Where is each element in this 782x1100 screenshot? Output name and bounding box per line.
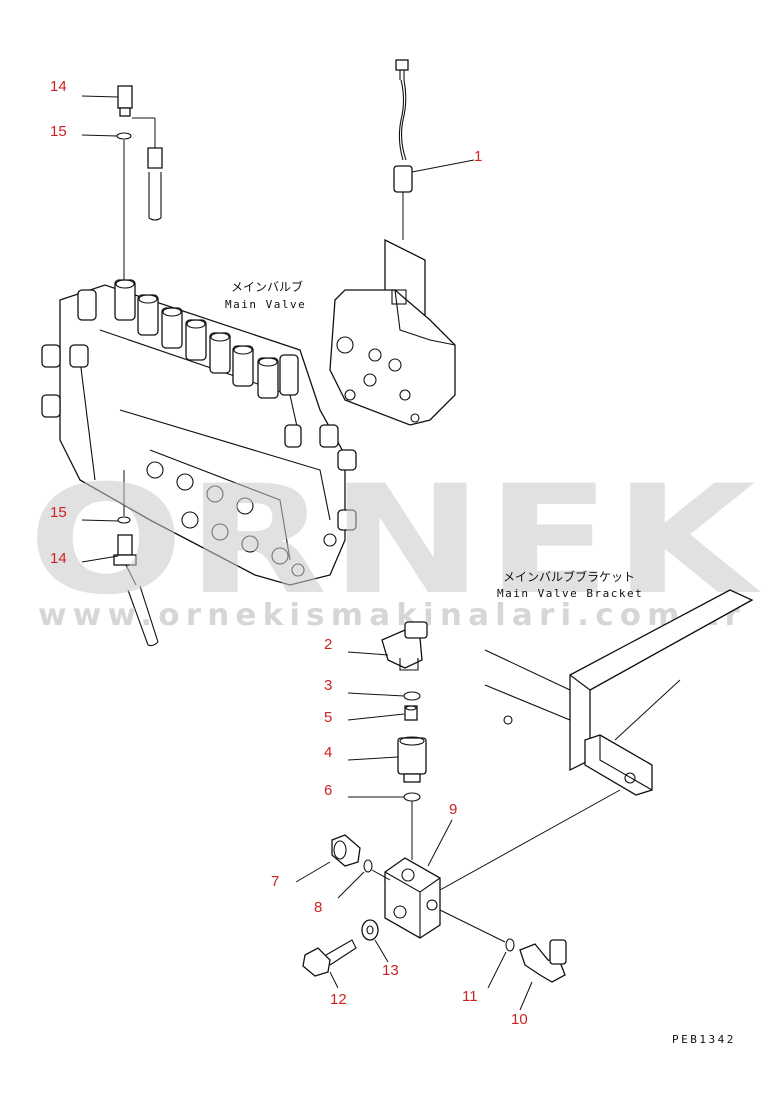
callout-14-top: 14 xyxy=(50,78,67,95)
watermark: ORNEK www.ornekismakinalari.com.tr xyxy=(28,454,761,633)
oring-8 xyxy=(363,859,373,873)
fitting-2 xyxy=(381,621,428,671)
elbow-10 xyxy=(519,939,567,983)
watermark-brand: ORNEK xyxy=(28,454,761,628)
callout-15-lower: 15 xyxy=(50,504,67,521)
callout-6: 6 xyxy=(324,782,332,799)
main-valve-label-en: Main Valve xyxy=(225,298,306,311)
oring-11 xyxy=(505,938,515,952)
fitting-14-lower xyxy=(113,534,159,647)
main-valve-bracket xyxy=(484,589,754,796)
sensor-1 xyxy=(393,59,413,240)
callout-12: 12 xyxy=(330,991,347,1008)
block-9 xyxy=(384,789,621,939)
callout-2: 2 xyxy=(324,636,332,653)
callout-15-top: 15 xyxy=(50,123,67,140)
watermark-url: www.ornekismakinalari.com.tr xyxy=(38,598,746,633)
oring-6 xyxy=(403,792,421,802)
callout-5: 5 xyxy=(324,709,332,726)
bracket-label-en: Main Valve Bracket xyxy=(497,587,643,600)
callout-1: 1 xyxy=(474,148,482,165)
callout-14-lower: 14 xyxy=(50,550,67,567)
main-valve-label-jp: メインバルブ xyxy=(231,279,303,294)
fitting-14-top xyxy=(117,85,163,221)
oring-3 xyxy=(403,691,421,701)
bolt-12 xyxy=(302,939,357,977)
callout-13: 13 xyxy=(382,962,399,979)
callouts: 14 15 1 15 14 2 3 5 4 6 9 7 8 13 12 11 1… xyxy=(50,78,528,1028)
plug-5 xyxy=(404,705,418,721)
callout-11: 11 xyxy=(462,988,478,1005)
callout-7: 7 xyxy=(271,873,279,890)
callout-3: 3 xyxy=(324,677,332,694)
leader-lines xyxy=(81,95,533,1011)
oring-15-lower xyxy=(117,516,131,524)
washer-13 xyxy=(361,919,379,941)
drawing-code: PEB1342 xyxy=(672,1033,736,1046)
connector-4 xyxy=(397,736,427,783)
callout-8: 8 xyxy=(314,899,322,916)
oring-15-top xyxy=(116,132,132,140)
bracket-label-jp: メインバルブブラケット xyxy=(503,569,635,584)
callout-9: 9 xyxy=(449,801,457,818)
callout-4: 4 xyxy=(324,744,332,761)
main-valve xyxy=(41,279,357,586)
callout-10: 10 xyxy=(511,1011,528,1028)
valve-end-view xyxy=(329,238,456,426)
plug-7 xyxy=(331,834,361,867)
